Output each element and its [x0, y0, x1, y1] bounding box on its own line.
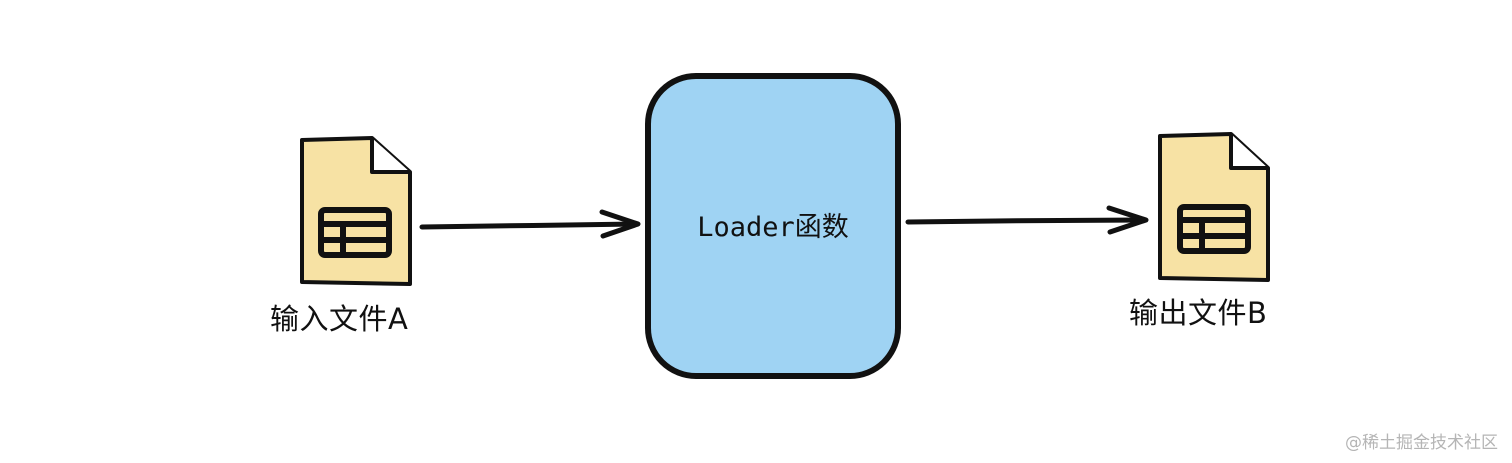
output-file-icon [1158, 132, 1270, 282]
output-table-icon [1177, 204, 1251, 254]
input-file-label: 输入文件A [270, 302, 409, 336]
watermark-text: @稀土掘金技术社区 [1345, 433, 1498, 453]
arrow-loader-to-output [905, 205, 1149, 235]
output-file-label: 输出文件B [1129, 296, 1268, 330]
loader-box [645, 73, 901, 379]
arrow-input-to-loader [419, 209, 641, 239]
input-file-icon [300, 136, 412, 286]
input-table-icon [318, 207, 392, 258]
loader-function-label: Loader函数 [697, 212, 849, 243]
